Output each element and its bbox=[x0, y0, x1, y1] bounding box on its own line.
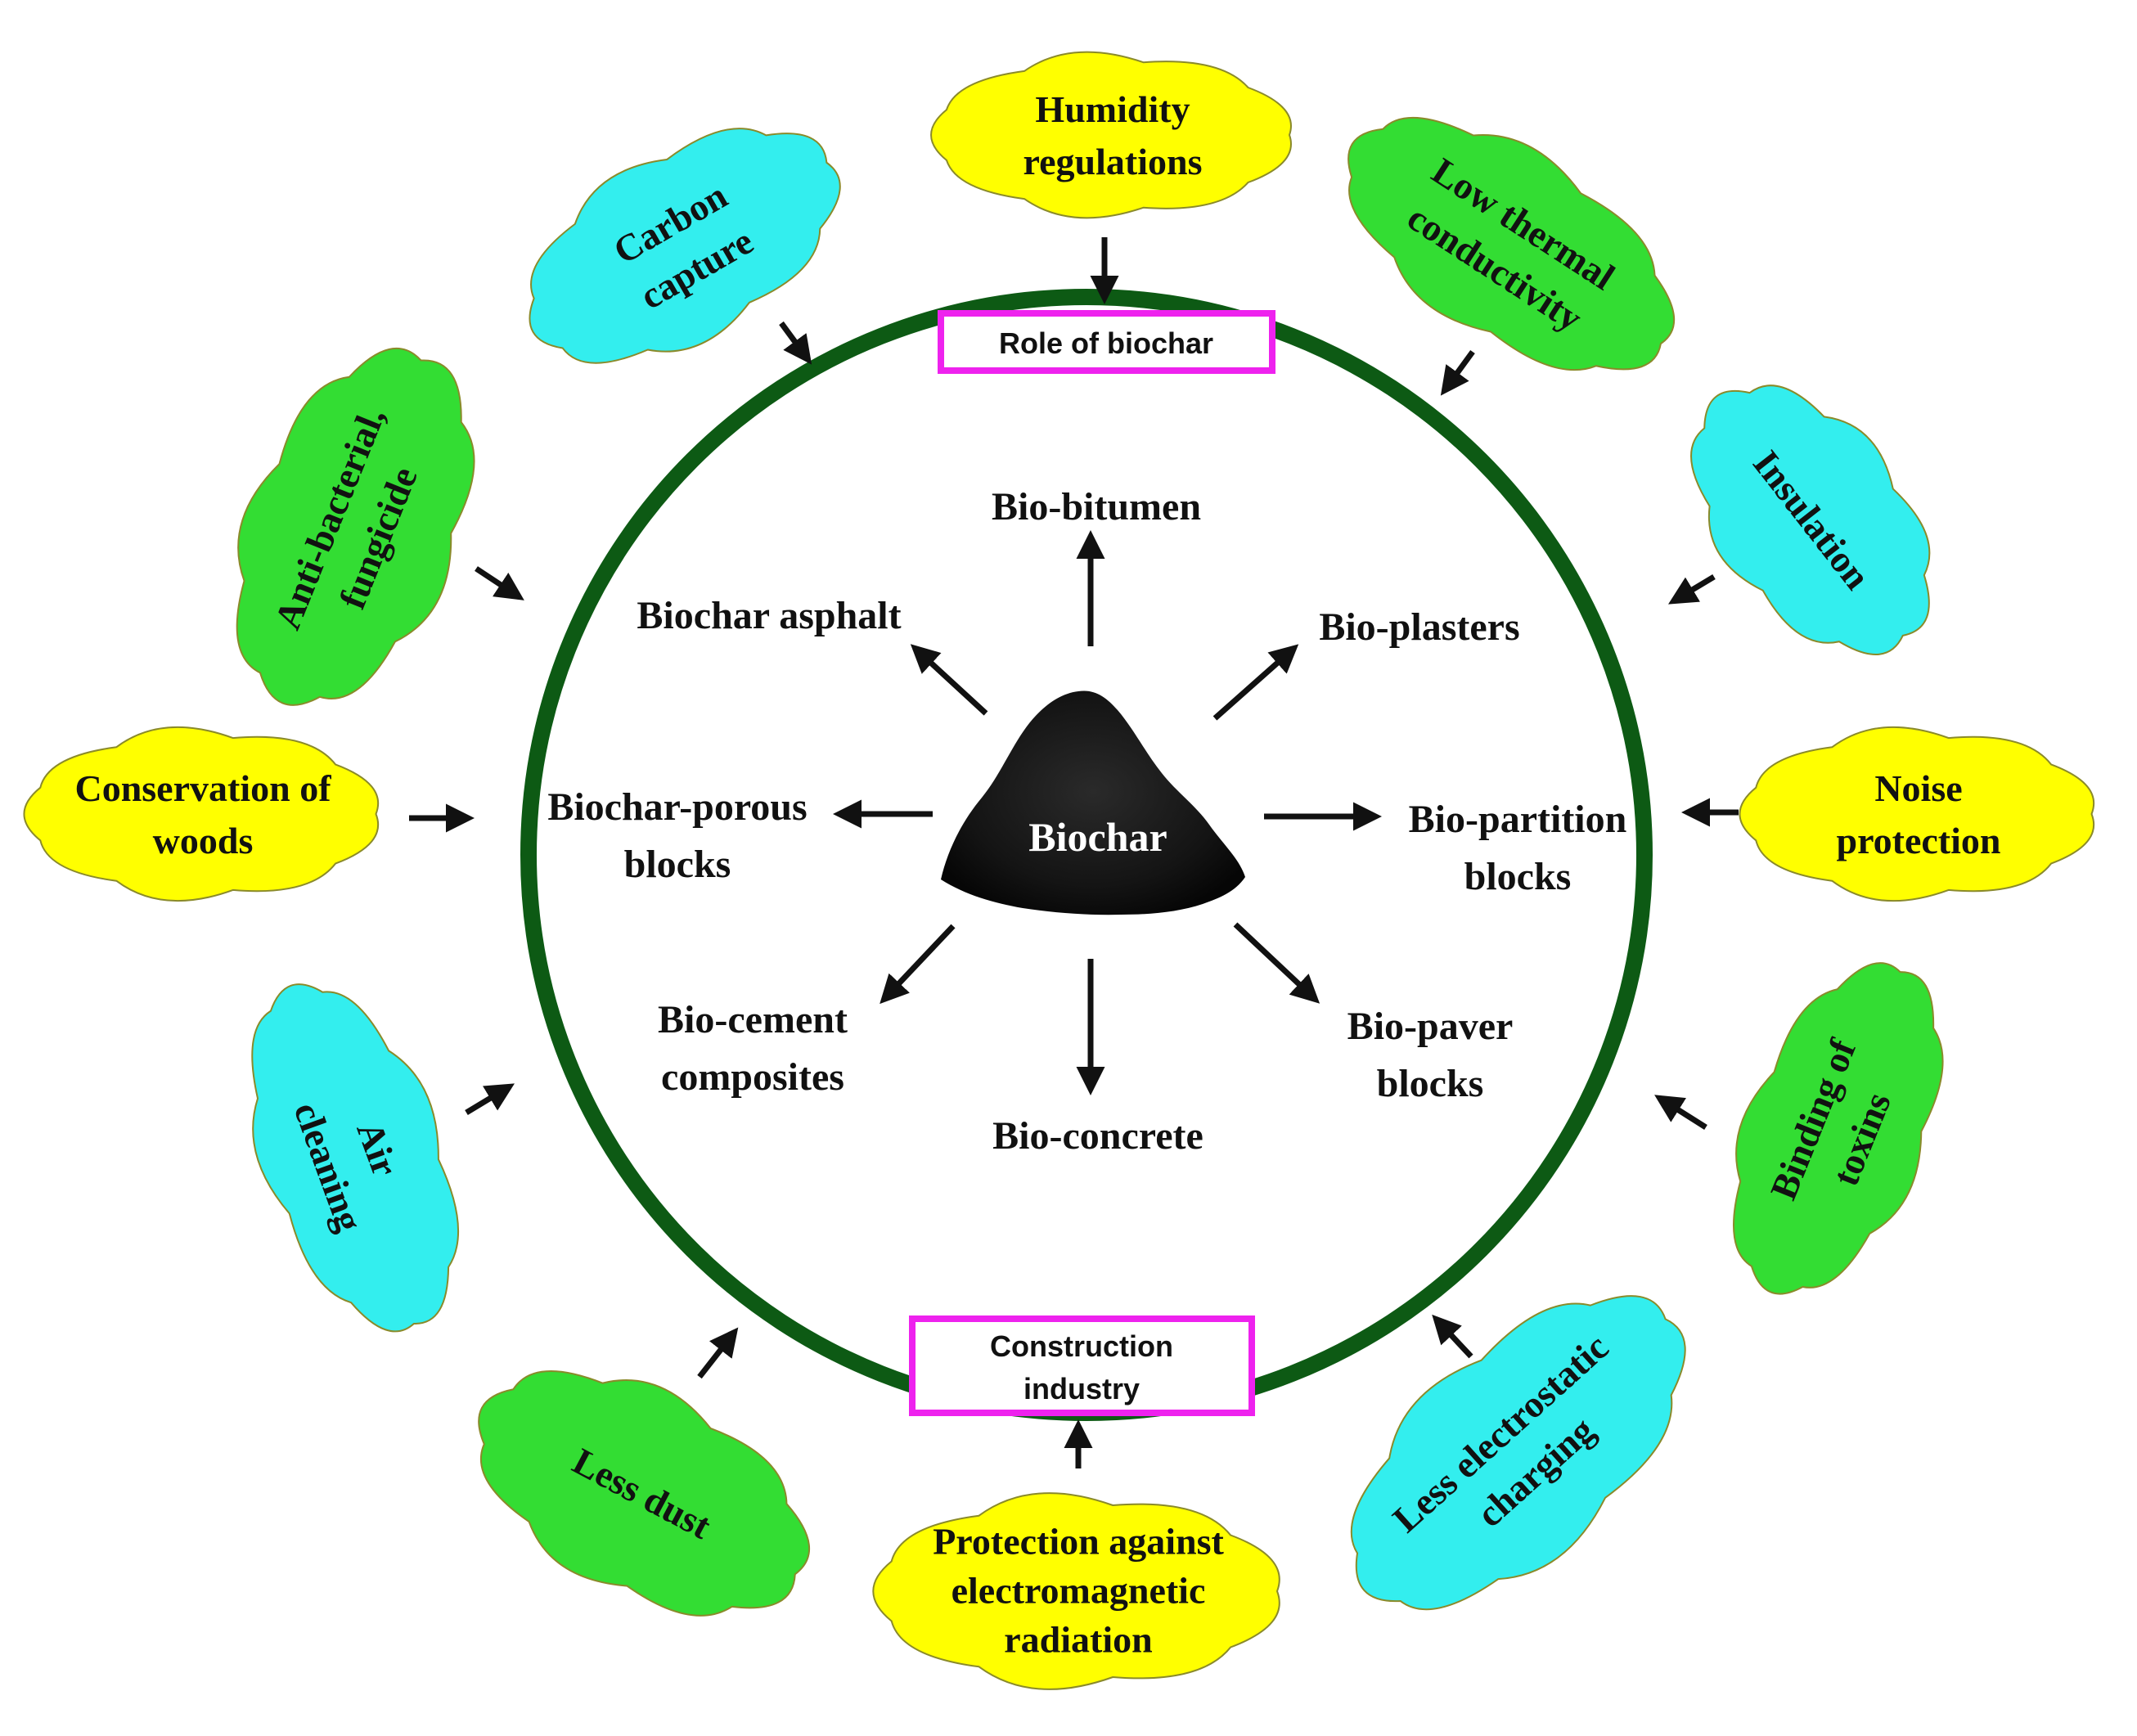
role-insulation: Insulation bbox=[1690, 385, 1931, 656]
app-label-biochar-asphalt: Biochar asphalt bbox=[637, 594, 901, 637]
role-cloud-shape bbox=[236, 348, 475, 706]
application-arrow bbox=[910, 644, 988, 716]
app-label-bio-bitumen: Bio-bitumen bbox=[992, 485, 1201, 528]
role-label: Protection against electromagnetic radiati… bbox=[933, 1521, 1224, 1661]
app-label-line: Bio-plasters bbox=[1319, 605, 1519, 649]
role-arrow bbox=[1654, 1095, 1707, 1130]
role-less-dust: Less dust bbox=[478, 1370, 811, 1617]
app-label-line: Bio-bitumen bbox=[992, 485, 1201, 528]
role-cloud-shape bbox=[1347, 116, 1676, 371]
app-label-line: Biochar asphalt bbox=[637, 594, 901, 637]
app-label-bio-plasters: Bio-plasters bbox=[1319, 605, 1519, 649]
role-cloud-shape bbox=[529, 128, 841, 364]
app-label-line: Bio-concrete bbox=[992, 1114, 1203, 1158]
role-cloud-shape bbox=[930, 51, 1292, 219]
role-label-line: Protection against bbox=[933, 1521, 1224, 1563]
role-anti-bacterial-fungicide: Anti-bacterial,fungicide bbox=[236, 348, 475, 706]
application-arrow bbox=[1212, 644, 1299, 721]
app-label-line: blocks bbox=[1377, 1062, 1484, 1105]
role-label-line: radiation bbox=[1004, 1619, 1152, 1661]
role-label: Humidity regulations bbox=[1024, 88, 1203, 182]
app-label-bio-partition-blocks: Bio-partition blocks bbox=[1409, 798, 1627, 898]
app-label-line: Bio-cement bbox=[658, 998, 848, 1041]
role-cloud-shape bbox=[1732, 962, 1944, 1295]
app-label-line: Biochar-porous bbox=[547, 785, 807, 829]
role-protection-electromagnetic: Protection against electromagnetic radiati… bbox=[872, 1492, 1280, 1690]
title-box-bottom-line-2: industry bbox=[1024, 1372, 1140, 1405]
role-label: Conservation of woods bbox=[74, 767, 331, 861]
role-low-thermal-conductivity: Low thermalconductivity bbox=[1347, 116, 1676, 371]
app-label-bio-cement-composites: Bio-cement composites bbox=[658, 998, 848, 1099]
title-box-top-frame bbox=[938, 310, 1275, 374]
role-cloud-shape bbox=[23, 726, 380, 902]
title-box-bottom-line-1: Construction bbox=[990, 1329, 1173, 1363]
title-box-bottom-frame bbox=[909, 1315, 1255, 1416]
role-arrow bbox=[1432, 1314, 1473, 1359]
app-label-bio-concrete: Bio-concrete bbox=[992, 1114, 1203, 1158]
application-arrow bbox=[1233, 922, 1320, 1004]
role-label-line: electromagnetic bbox=[952, 1570, 1206, 1612]
role-arrow bbox=[475, 566, 524, 600]
role-cloud-shape bbox=[478, 1370, 811, 1617]
application-arrow bbox=[880, 924, 956, 1005]
role-cloud-shape bbox=[1690, 385, 1931, 656]
app-label-bio-paver-blocks: Bio-paver blocks bbox=[1347, 1005, 1514, 1105]
biochar-center: Biochar bbox=[941, 690, 1245, 915]
role-label-line: Humidity bbox=[1035, 88, 1190, 130]
role-label-line: regulations bbox=[1024, 141, 1203, 182]
role-arrow bbox=[1667, 573, 1716, 605]
role-label-line: Conservation of bbox=[74, 767, 331, 809]
role-humidity-regulations: Humidity regulations bbox=[930, 51, 1292, 219]
role-arrow bbox=[465, 1083, 515, 1115]
role-noise-protection: Noise protection bbox=[1739, 726, 2095, 902]
app-label-line: composites bbox=[661, 1055, 844, 1099]
role-label-line: Noise bbox=[1874, 767, 1962, 809]
biochar-label: Biochar bbox=[1028, 814, 1167, 860]
role-arrow bbox=[697, 1327, 739, 1379]
app-label-biochar-porous-blocks: Biochar-porous blocks bbox=[547, 785, 807, 886]
role-label: Noise protection bbox=[1836, 767, 2000, 861]
role-arrow bbox=[779, 321, 812, 365]
title-box-top: Role of biochar bbox=[938, 310, 1275, 374]
role-air-cleaning: Aircleaning bbox=[251, 983, 460, 1333]
role-arrows bbox=[409, 237, 1739, 1468]
role-clouds: Humidity regulations Low thermalconductivi… bbox=[23, 51, 2095, 1690]
app-label-line: Bio-paver bbox=[1347, 1005, 1514, 1048]
role-carbon-capture: Carboncapture bbox=[529, 128, 841, 364]
role-conservation-of-woods: Conservation of woods bbox=[23, 726, 380, 902]
role-cloud-shape bbox=[251, 983, 460, 1333]
role-less-electrostatic-charging: Less electrostaticcharging bbox=[1350, 1295, 1686, 1611]
application-arrows bbox=[833, 530, 1382, 1095]
role-arrow bbox=[1440, 349, 1475, 396]
role-cloud-shape bbox=[872, 1492, 1280, 1690]
role-cloud-shape bbox=[1350, 1295, 1686, 1611]
app-label-line: blocks bbox=[1464, 855, 1572, 898]
app-label-line: Bio-partition bbox=[1409, 798, 1627, 841]
title-box-top-text: Role of biochar bbox=[999, 326, 1213, 360]
role-cloud-shape bbox=[1739, 726, 2095, 902]
title-box-bottom: Construction industry bbox=[909, 1315, 1255, 1416]
biochar-pile bbox=[941, 690, 1245, 915]
app-label-line: blocks bbox=[624, 843, 731, 886]
role-label-line: woods bbox=[153, 820, 254, 861]
role-label-line: protection bbox=[1836, 820, 2000, 861]
role-binding-of-toxins: Binding oftoxins bbox=[1732, 962, 1944, 1295]
